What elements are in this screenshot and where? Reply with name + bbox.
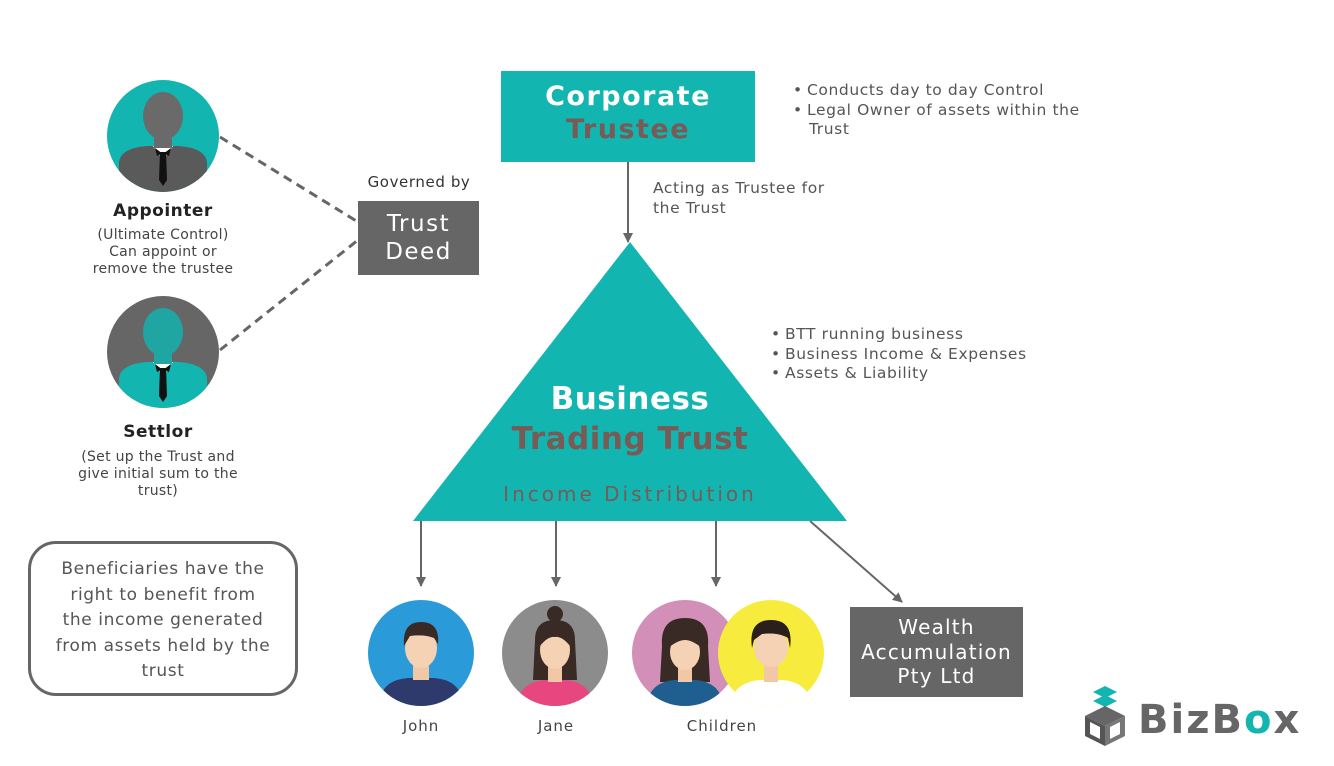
jane-avatar <box>502 600 608 706</box>
business-trust-subtitle: Trading Trust <box>511 421 749 457</box>
beneficiaries-note-box: Beneficiaries have the right to benefit … <box>28 541 298 696</box>
wealth-line: Accumulation <box>861 639 1012 664</box>
corporate-trustee-subtitle: Trustee <box>565 114 691 145</box>
business-trust-title: Business <box>550 381 710 417</box>
settlor-description: (Set up the Trust and give initial sum t… <box>58 449 258 500</box>
logo-text-part: x <box>1273 697 1302 743</box>
beneficiaries-note-line: the income generated <box>62 610 264 630</box>
settlor-avatar <box>107 296 219 408</box>
beneficiaries-note-line: Beneficiaries have the <box>61 559 265 579</box>
trustee-duty-item: Legal Owner of assets within the <box>793 101 1153 121</box>
wealth-line: Pty Ltd <box>897 664 976 688</box>
business-activities-list: BTT running business Business Income & E… <box>771 325 1091 384</box>
corporate-trustee-box: Corporate Trustee <box>501 71 755 162</box>
appointer-description: (Ultimate Control) Can appoint or remove… <box>63 227 263 278</box>
acting-as-trustee-note: Acting as Trustee for the Trust <box>653 179 825 218</box>
john-avatar <box>368 600 474 706</box>
beneficiaries-note-line: trust <box>141 661 185 681</box>
children-label: Children <box>686 717 758 735</box>
bizbox-logo-icon <box>1085 686 1125 746</box>
acting-note-line: Acting as Trustee for <box>653 179 825 197</box>
appointer-desc-line: (Ultimate Control) <box>97 227 229 243</box>
john-label: John <box>402 717 440 735</box>
business-trust-triangle <box>413 242 847 521</box>
business-activity-item: BTT running business <box>771 325 1091 345</box>
business-activity-item: Assets & Liability <box>771 364 1091 384</box>
settlor-title: Settlor <box>123 422 193 442</box>
jane-label: Jane <box>537 717 575 735</box>
trust-deed-line: Trust <box>386 211 451 237</box>
wealth-accumulation-box: Wealth Accumulation Pty Ltd <box>850 607 1023 697</box>
settlor-desc-line: trust) <box>137 483 179 499</box>
appointer-title: Appointer <box>113 201 213 221</box>
wealth-arrow <box>809 520 903 603</box>
settlor-desc-line: (Set up the Trust and <box>81 449 235 465</box>
acting-note-line: the Trust <box>653 198 727 217</box>
logo-text-o: o <box>1243 697 1274 743</box>
governed-by-label: Governed by <box>367 173 471 191</box>
trust-deed-box: Trust Deed <box>358 201 479 275</box>
bizbox-logo-text: BizBox <box>1138 696 1301 744</box>
beneficiaries-note-line: right to benefit from <box>70 584 256 605</box>
appointer-dashed-line <box>219 135 359 224</box>
trustee-duty-item: Conducts day to day Control <box>793 81 1153 101</box>
business-activity-item: Business Income & Expenses <box>771 345 1091 365</box>
trustee-duties-list: Conducts day to day Control Legal Owner … <box>793 81 1153 140</box>
income-distribution-label: Income Distribution <box>503 482 757 506</box>
appointer-desc-line: remove the trustee <box>92 261 234 277</box>
beneficiaries-note-line: from assets held by the <box>55 635 271 656</box>
appointer-desc-line: Can appoint or <box>109 244 217 260</box>
corporate-trustee-title: Corporate <box>545 81 711 112</box>
settlor-desc-line: give initial sum to the <box>78 466 238 482</box>
logo-text-part: BizB <box>1138 697 1244 743</box>
trustee-duty-item: Trust <box>809 120 850 138</box>
child-girl-avatar <box>632 600 738 706</box>
child-boy-avatar <box>718 600 824 706</box>
appointer-avatar <box>107 80 219 192</box>
wealth-line: Wealth <box>898 615 975 639</box>
trust-deed-line: Deed <box>385 239 452 265</box>
